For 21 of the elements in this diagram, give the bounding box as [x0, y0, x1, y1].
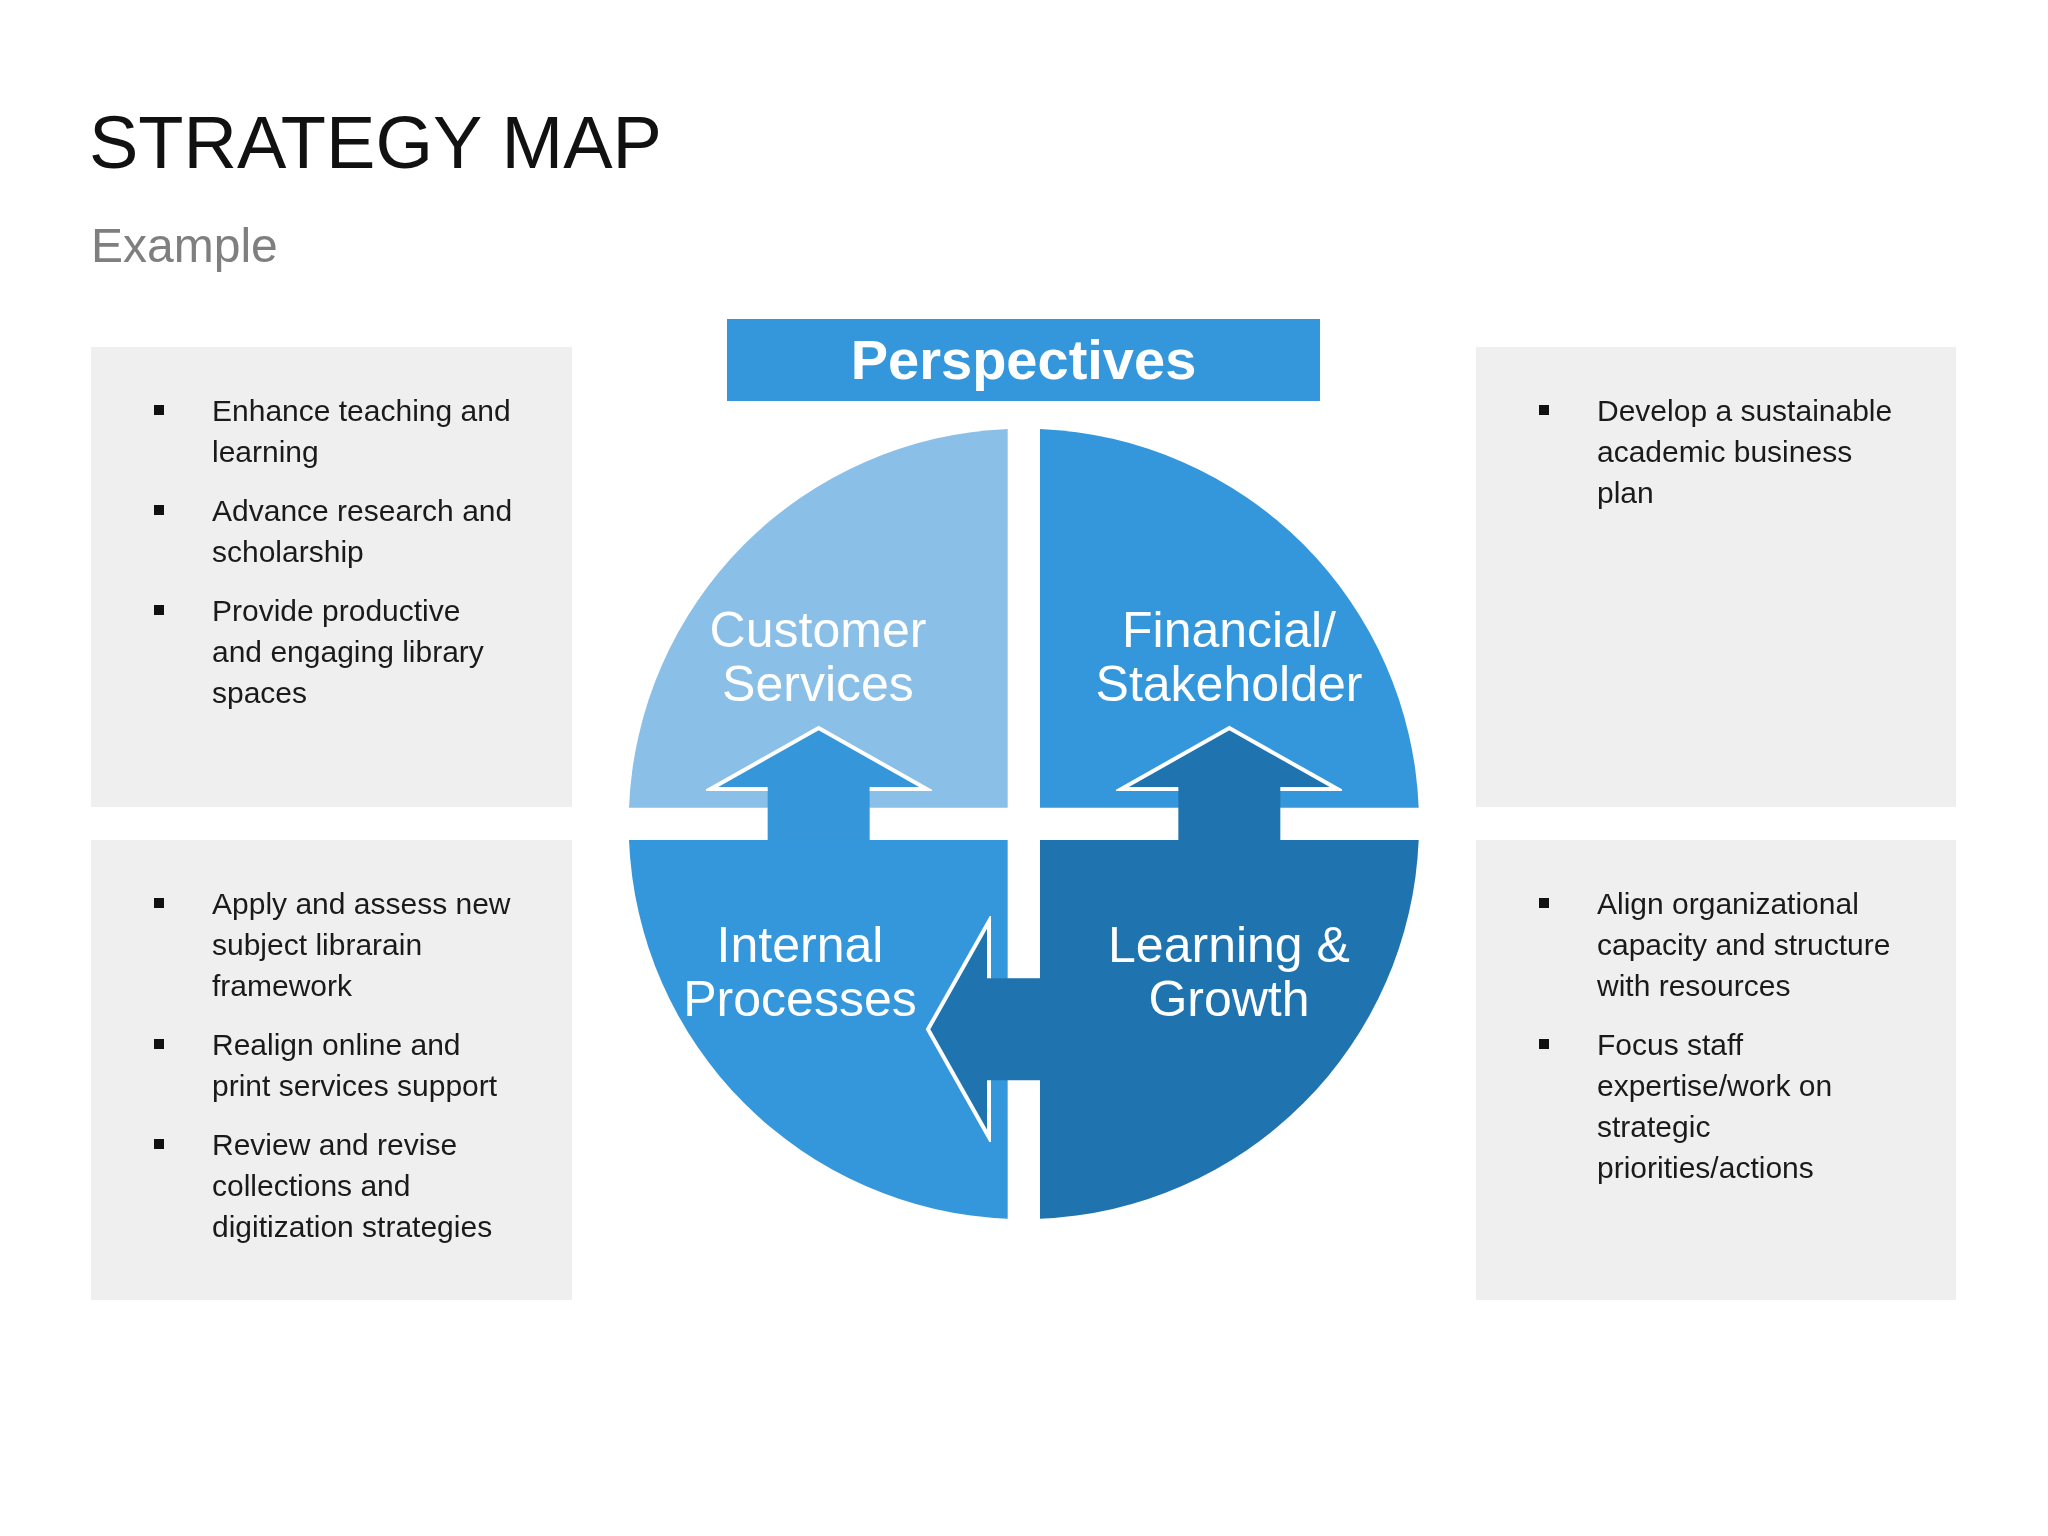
bullet-text: Review and revise collections and digitization strategies: [212, 1127, 494, 1245]
bullet-text: Apply and assess new subject librarain framework: [212, 886, 512, 1004]
bullet-text: Align organizational capacity and structure with resources: [1597, 886, 1892, 1004]
text-panel: [91, 347, 572, 807]
segment-label: Internal Processes: [682, 918, 918, 1026]
segment-label: Customer Services: [709, 603, 927, 711]
bullet-text: Focus staff expertise/work on strategic priorities/actions: [1597, 1027, 1834, 1186]
bullet-text: Enhance teaching and learning: [212, 393, 512, 470]
text-panel: [91, 840, 572, 1300]
bullet-text: Advance research and scholarship: [212, 493, 514, 570]
bullet-text: Develop a sustainable academic business plan: [1597, 393, 1894, 511]
segment-label: Financial/ Stakeholder: [1095, 603, 1363, 711]
segment-label: Learning & Growth: [1107, 918, 1351, 1026]
page-title: STRATEGY MAP: [89, 100, 662, 185]
heading-text: Perspectives: [850, 329, 1197, 391]
text-panel: [1476, 840, 1956, 1300]
text-panel: [1476, 347, 1956, 807]
bullet-text: Provide productive and engaging library spaces: [212, 593, 485, 711]
header-bar: [727, 319, 1320, 401]
subtitle: Example: [91, 218, 278, 273]
bullet-text: Realign online and print services support: [212, 1027, 499, 1104]
